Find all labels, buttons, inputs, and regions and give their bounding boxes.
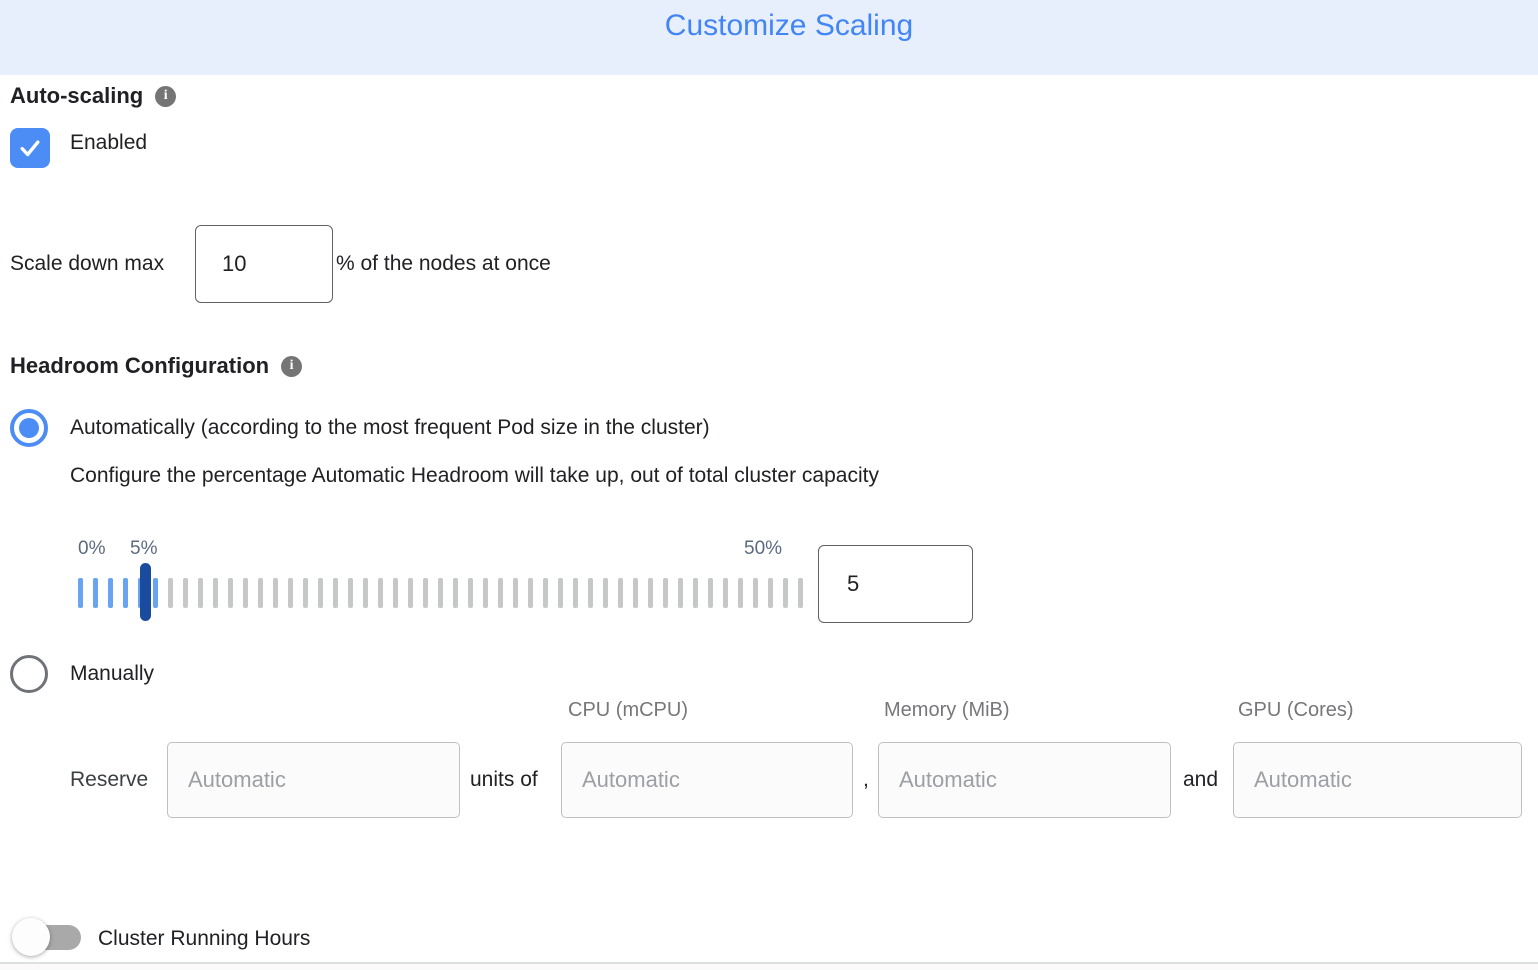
slider-tick[interactable] <box>513 578 518 608</box>
slider-tick[interactable] <box>333 578 338 608</box>
enabled-label: Enabled <box>70 131 148 154</box>
info-icon[interactable]: i <box>281 355 303 377</box>
and-label: and <box>1183 768 1219 791</box>
reserve-cpu-input[interactable] <box>561 742 853 818</box>
slider-tick[interactable] <box>93 578 98 608</box>
slider-tick[interactable] <box>663 578 668 608</box>
slider-tick[interactable] <box>453 578 458 608</box>
slider-tick[interactable] <box>168 578 173 608</box>
headroom-manually-radio[interactable] <box>10 655 48 693</box>
headroom-percentage-slider[interactable] <box>78 563 806 621</box>
slider-tick[interactable] <box>573 578 578 608</box>
reserve-gpu-input[interactable] <box>1233 742 1522 818</box>
bottom-strip <box>0 963 1538 970</box>
dialog-header: Customize Scaling <box>0 0 1538 75</box>
slider-tick[interactable] <box>108 578 113 608</box>
slider-tick[interactable] <box>768 578 773 608</box>
slider-tick[interactable] <box>468 578 473 608</box>
reserve-label: Reserve <box>70 768 149 791</box>
slider-tick[interactable] <box>783 578 788 608</box>
slider-tick[interactable] <box>318 578 323 608</box>
headroom-automatic-radio[interactable] <box>10 409 48 447</box>
slider-tick[interactable] <box>708 578 713 608</box>
slider-tick[interactable] <box>438 578 443 608</box>
slider-tick[interactable] <box>618 578 623 608</box>
slider-tick[interactable] <box>228 578 233 608</box>
slider-tick[interactable] <box>183 578 188 608</box>
slider-tick[interactable] <box>648 578 653 608</box>
headroom-manually-label: Manually <box>70 662 155 685</box>
slider-tick[interactable] <box>198 578 203 608</box>
slider-tick[interactable] <box>348 578 353 608</box>
slider-tick[interactable] <box>543 578 548 608</box>
headroom-label: Headroom Configuration <box>10 353 270 378</box>
cluster-running-hours-label: Cluster Running Hours <box>98 927 311 950</box>
cluster-running-hours-toggle[interactable] <box>12 918 81 956</box>
slider-tick[interactable] <box>303 578 308 608</box>
slider-min-label: 0% <box>78 538 106 559</box>
auto-scaling-enabled-checkbox[interactable] <box>10 128 50 168</box>
slider-ticks[interactable] <box>78 578 803 608</box>
slider-tick[interactable] <box>483 578 488 608</box>
slider-tick[interactable] <box>78 578 83 608</box>
slider-tick[interactable] <box>498 578 503 608</box>
scale-down-prefix-label: Scale down max <box>10 252 165 275</box>
page-title: Customize Scaling <box>664 9 914 42</box>
headroom-automatic-description: Configure the percentage Automatic Headr… <box>70 464 879 487</box>
slider-tick[interactable] <box>603 578 608 608</box>
slider-tick[interactable] <box>123 578 128 608</box>
slider-tick[interactable] <box>798 578 803 608</box>
auto-scaling-section-label: Auto-scaling i <box>10 83 177 109</box>
scale-down-suffix-label: % of the nodes at once <box>336 252 551 275</box>
slider-tick[interactable] <box>558 578 563 608</box>
toggle-knob[interactable] <box>12 918 50 956</box>
reserve-count-input[interactable] <box>167 742 460 818</box>
comma-separator: , <box>863 768 869 791</box>
slider-thumb[interactable] <box>140 563 151 621</box>
slider-tick[interactable] <box>288 578 293 608</box>
slider-tick[interactable] <box>738 578 743 608</box>
column-header-cpu: CPU (mCPU) <box>568 699 688 721</box>
slider-tick[interactable] <box>393 578 398 608</box>
slider-tick[interactable] <box>213 578 218 608</box>
slider-tick[interactable] <box>258 578 263 608</box>
slider-tick[interactable] <box>273 578 278 608</box>
slider-tick[interactable] <box>528 578 533 608</box>
slider-tick[interactable] <box>363 578 368 608</box>
headroom-automatic-label: Automatically (according to the most fre… <box>70 416 710 439</box>
slider-max-label: 50% <box>744 538 783 559</box>
reserve-memory-input[interactable] <box>878 742 1171 818</box>
slider-tick[interactable] <box>423 578 428 608</box>
headroom-percentage-input[interactable] <box>818 545 973 623</box>
column-header-memory: Memory (MiB) <box>884 699 1010 721</box>
units-of-label: units of <box>470 768 538 791</box>
headroom-section-label: Headroom Configuration i <box>10 353 303 379</box>
slider-tick[interactable] <box>633 578 638 608</box>
info-icon[interactable]: i <box>155 85 177 107</box>
slider-current-label: 5% <box>130 538 158 559</box>
slider-tick[interactable] <box>243 578 248 608</box>
slider-tick[interactable] <box>408 578 413 608</box>
column-header-gpu: GPU (Cores) <box>1238 699 1354 721</box>
slider-tick[interactable] <box>153 578 158 608</box>
auto-scaling-label: Auto-scaling <box>10 83 144 108</box>
slider-tick[interactable] <box>378 578 383 608</box>
scale-down-max-input[interactable] <box>195 225 333 303</box>
slider-tick[interactable] <box>723 578 728 608</box>
slider-tick[interactable] <box>753 578 758 608</box>
slider-tick[interactable] <box>693 578 698 608</box>
bottom-divider <box>0 962 1538 964</box>
checkmark-icon <box>20 140 40 157</box>
slider-tick[interactable] <box>678 578 683 608</box>
slider-tick[interactable] <box>588 578 593 608</box>
